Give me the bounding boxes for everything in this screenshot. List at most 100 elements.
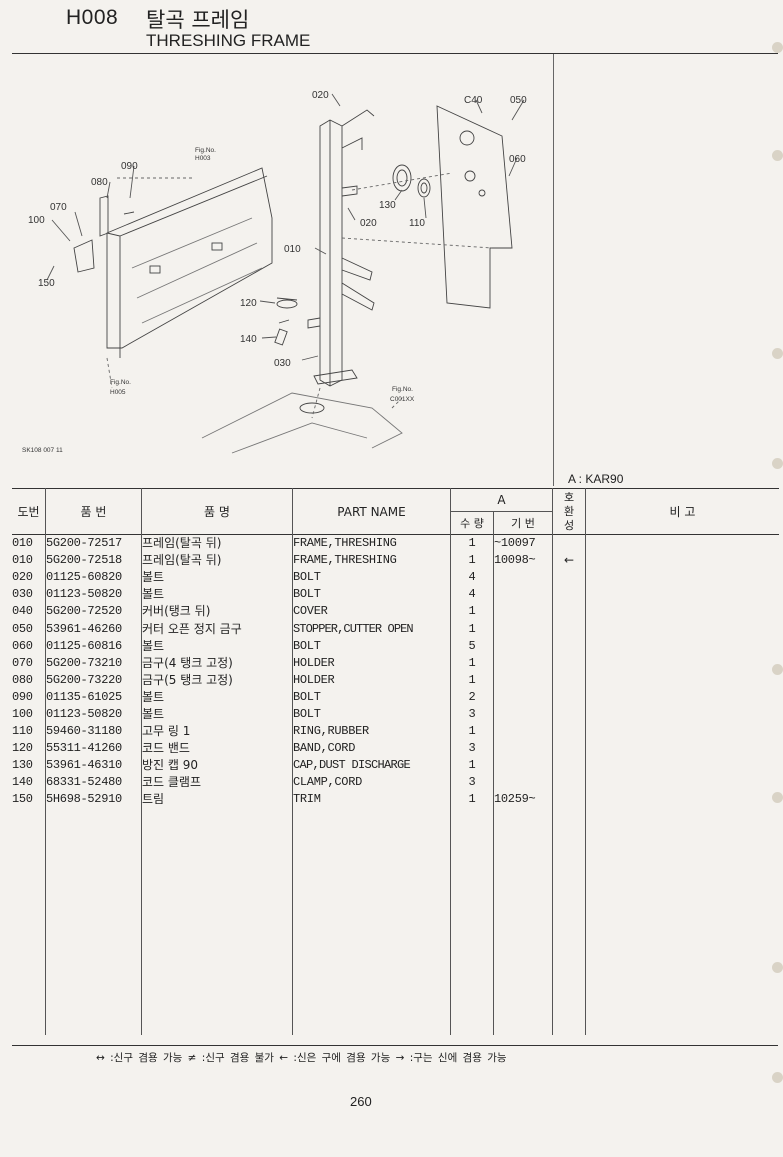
interchange-mark bbox=[552, 620, 586, 638]
interchangeability-legend: ↔ :신구 겸용 가능 ≠ :신구 겸용 불가 ← :신은 구에 겸용 가능 →… bbox=[96, 1052, 507, 1064]
serial-range: 10259~ bbox=[493, 791, 553, 809]
ref-no: 010 bbox=[12, 536, 33, 551]
part-name-korean: 고무 링 1 bbox=[141, 723, 293, 741]
quantity: 1 bbox=[450, 671, 494, 689]
part-name-korean: 볼트 bbox=[141, 569, 293, 587]
part-number: 5G200-72518 bbox=[45, 552, 142, 570]
interchange-mark bbox=[552, 774, 586, 792]
figure-references: Fig.No. H003 Fig.No. H005 Fig.No. C001XX… bbox=[22, 147, 415, 454]
part-number: 5H698-52910 bbox=[45, 791, 142, 809]
header-group-a: A bbox=[450, 488, 553, 512]
interchange-mark bbox=[552, 603, 586, 621]
binder-hole bbox=[772, 42, 783, 53]
part-name-korean: 프레임(탈곡 뒤) bbox=[141, 534, 293, 553]
binder-hole bbox=[772, 348, 783, 359]
header-remarks: 비 고 bbox=[585, 488, 779, 535]
ref-no: 040 bbox=[12, 604, 33, 619]
figure-title-english: THRESHING FRAME bbox=[146, 31, 311, 50]
quantity: 2 bbox=[450, 688, 494, 706]
ref-no: 110 bbox=[12, 724, 33, 739]
part-number: 01123-50820 bbox=[45, 705, 142, 724]
binder-hole bbox=[772, 458, 783, 469]
ref-no: 020 bbox=[12, 570, 33, 585]
remarks-cell bbox=[585, 586, 779, 604]
remarks-cell bbox=[585, 723, 779, 741]
diagram-divider bbox=[553, 54, 554, 486]
ref-no: 150 bbox=[12, 792, 33, 807]
callout-060: 060 bbox=[509, 154, 526, 165]
callout-140: 140 bbox=[240, 334, 257, 345]
part-name-korean: 금구(4 탱크 고정) bbox=[141, 654, 293, 672]
interchange-mark bbox=[552, 569, 586, 587]
part-number: 5G200-73210 bbox=[45, 654, 142, 672]
quantity: 4 bbox=[450, 586, 494, 604]
interchange-mark bbox=[552, 534, 586, 553]
table-bottom-rule bbox=[12, 1045, 778, 1046]
part-name-korean: 금구(5 탱크 고정) bbox=[141, 671, 293, 689]
header-rule bbox=[12, 53, 778, 54]
binder-hole bbox=[772, 962, 783, 973]
ref-no: 050 bbox=[12, 621, 33, 636]
part-name-korean: 코드 밴드 bbox=[141, 740, 293, 758]
remarks-cell bbox=[585, 569, 779, 587]
figure-code: H008 bbox=[66, 6, 119, 29]
binder-hole bbox=[772, 1072, 783, 1083]
ref-no: 060 bbox=[12, 638, 33, 653]
figure-title-korean: 탈곡 프레임 bbox=[146, 8, 250, 32]
fig-ref-h003-number: H003 bbox=[195, 155, 211, 162]
ref-no: 030 bbox=[12, 587, 33, 602]
quantity: 1 bbox=[450, 534, 494, 553]
part-name-english: COVER bbox=[292, 603, 451, 621]
serial-range bbox=[493, 654, 553, 672]
part-name-english: BOLT bbox=[292, 569, 451, 587]
serial-range bbox=[493, 637, 553, 655]
serial-range: 10098~ bbox=[493, 552, 553, 570]
interchange-mark: ← bbox=[552, 552, 586, 570]
interchange-mark bbox=[552, 654, 586, 672]
callout-150: 150 bbox=[38, 278, 55, 289]
part-name-korean: 볼트 bbox=[141, 688, 293, 706]
serial-range bbox=[493, 774, 553, 792]
part-number: 01123-50820 bbox=[45, 586, 142, 604]
interchange-mark bbox=[552, 586, 586, 604]
drawing-id: SK108 007 11 bbox=[22, 447, 63, 454]
housing-outline bbox=[106, 167, 273, 349]
header-part-no: 품 번 bbox=[45, 488, 142, 535]
part-name-korean: 프레임(탈곡 뒤) bbox=[141, 552, 293, 570]
callout-050: 050 bbox=[510, 95, 527, 106]
cord-band bbox=[276, 299, 298, 309]
header-part-name: PART NAME bbox=[292, 488, 451, 535]
variant-label: A : KAR90 bbox=[568, 472, 624, 486]
part-number: 01125-60816 bbox=[45, 637, 142, 655]
callout-020-mid: 020 bbox=[360, 218, 377, 229]
part-name-korean: 방진 캡 90 bbox=[141, 757, 293, 775]
binder-hole bbox=[772, 664, 783, 675]
remarks-cell bbox=[585, 671, 779, 689]
interchange-mark bbox=[552, 705, 586, 724]
interchange-mark bbox=[552, 723, 586, 741]
remarks-cell bbox=[585, 774, 779, 792]
quantity: 1 bbox=[450, 552, 494, 570]
part-number: 53961-46260 bbox=[45, 620, 142, 638]
part-name-korean: 볼트 bbox=[141, 637, 293, 655]
part-name-english: BOLT bbox=[292, 705, 451, 724]
part-name-korean: 커버(탱크 뒤) bbox=[141, 603, 293, 621]
remarks-cell bbox=[585, 791, 779, 809]
callout-090: 090 bbox=[121, 161, 138, 172]
remarks-cell bbox=[585, 534, 779, 553]
part-name-korean: 트림 bbox=[141, 791, 293, 809]
ref-no: 070 bbox=[12, 655, 33, 670]
remarks-cell bbox=[585, 705, 779, 724]
quantity: 1 bbox=[450, 791, 494, 809]
quantity: 1 bbox=[450, 654, 494, 672]
remarks-cell bbox=[585, 740, 779, 758]
header-interchange: 호 환 성 bbox=[552, 488, 586, 535]
serial-range bbox=[493, 688, 553, 706]
